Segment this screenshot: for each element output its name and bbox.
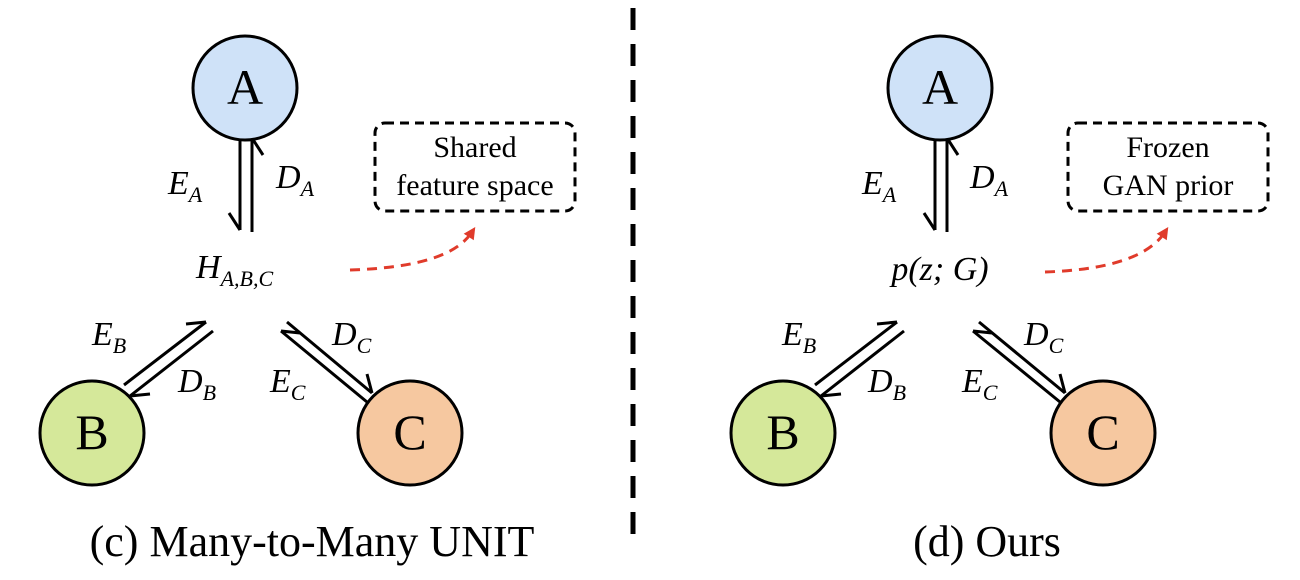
left-edge-h-c: [280, 320, 374, 404]
right-edge-p-b: [814, 320, 905, 398]
left-node-c: C: [356, 379, 464, 487]
right-label-dc: DC: [1023, 316, 1064, 358]
right-label-eb: EB: [781, 316, 816, 358]
left-panel: A B C EA DA EB DB EC DC HA,B,C Shared fe…: [38, 34, 577, 566]
right-callout-line2: GAN prior: [1103, 169, 1234, 202]
right-node-a: A: [886, 34, 994, 142]
left-node-c-label: C: [393, 404, 426, 460]
right-label-db: DB: [867, 363, 906, 405]
right-label-da: DA: [969, 159, 1009, 201]
left-label-eb: EB: [91, 316, 126, 358]
left-label-da: DA: [275, 159, 315, 201]
right-edge-p-c: [972, 320, 1067, 404]
left-label-db: DB: [177, 363, 216, 405]
left-node-a-label: A: [227, 59, 263, 115]
right-node-c-label: C: [1086, 404, 1119, 460]
left-edge-h-b: [123, 320, 214, 398]
left-callout-line2: feature space: [396, 169, 553, 202]
left-edge-a-h: [227, 137, 265, 232]
right-node-a-label: A: [922, 59, 958, 115]
left-callout-line1: Shared: [433, 131, 516, 164]
right-label-ea: EA: [861, 165, 897, 207]
left-node-a: A: [191, 34, 299, 142]
left-label-dc: DC: [331, 316, 372, 358]
right-edge-a-p: [922, 137, 960, 232]
left-label-ea: EA: [167, 165, 203, 207]
left-center-label: HA,B,C: [195, 249, 273, 291]
right-center-label: p(z; G): [889, 251, 988, 288]
right-pointer-arrow: [1044, 226, 1169, 274]
left-caption: (c) Many-to-Many UNIT: [90, 517, 535, 566]
right-label-ec: EC: [961, 363, 998, 405]
left-node-b-label: B: [75, 404, 108, 460]
right-node-c: C: [1049, 379, 1157, 487]
left-callout: Shared feature space: [373, 121, 577, 213]
right-node-b: B: [729, 379, 837, 487]
left-label-ec: EC: [269, 363, 306, 405]
right-callout-line1: Frozen: [1126, 131, 1209, 164]
left-pointer-arrow: [349, 226, 476, 272]
right-callout: Frozen GAN prior: [1066, 121, 1270, 213]
right-caption: (d) Ours: [913, 517, 1061, 566]
right-panel: A B C EA DA EB DB EC DC p(z; G) Frozen G…: [729, 34, 1270, 566]
left-node-b: B: [38, 379, 146, 487]
right-node-b-label: B: [766, 404, 799, 460]
